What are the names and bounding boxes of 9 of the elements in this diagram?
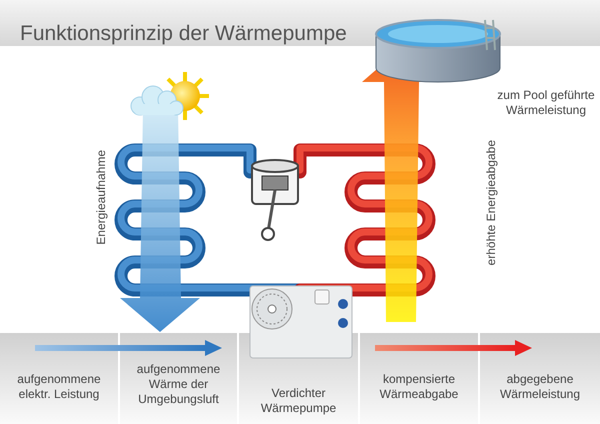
- caption-text: aufgenommene Wärme der Umgebungsluft: [136, 362, 222, 407]
- caption-text: kompensierte Wärmeabgabe: [378, 372, 460, 402]
- axis-label: Energieaufnahme: [94, 150, 109, 245]
- caption-text: abgegebene Wärmeleistung: [498, 372, 582, 402]
- title: Funktionsprinzip der Wärmepumpe: [20, 22, 347, 46]
- caption-text: zum Pool geführte Wärmeleistung: [497, 88, 595, 118]
- axis-label: erhöhte Energieabgabe: [484, 140, 499, 266]
- caption-text: Verdichter Wärmepumpe: [260, 386, 338, 416]
- caption-text: aufgenommene elektr. Leistung: [16, 372, 102, 402]
